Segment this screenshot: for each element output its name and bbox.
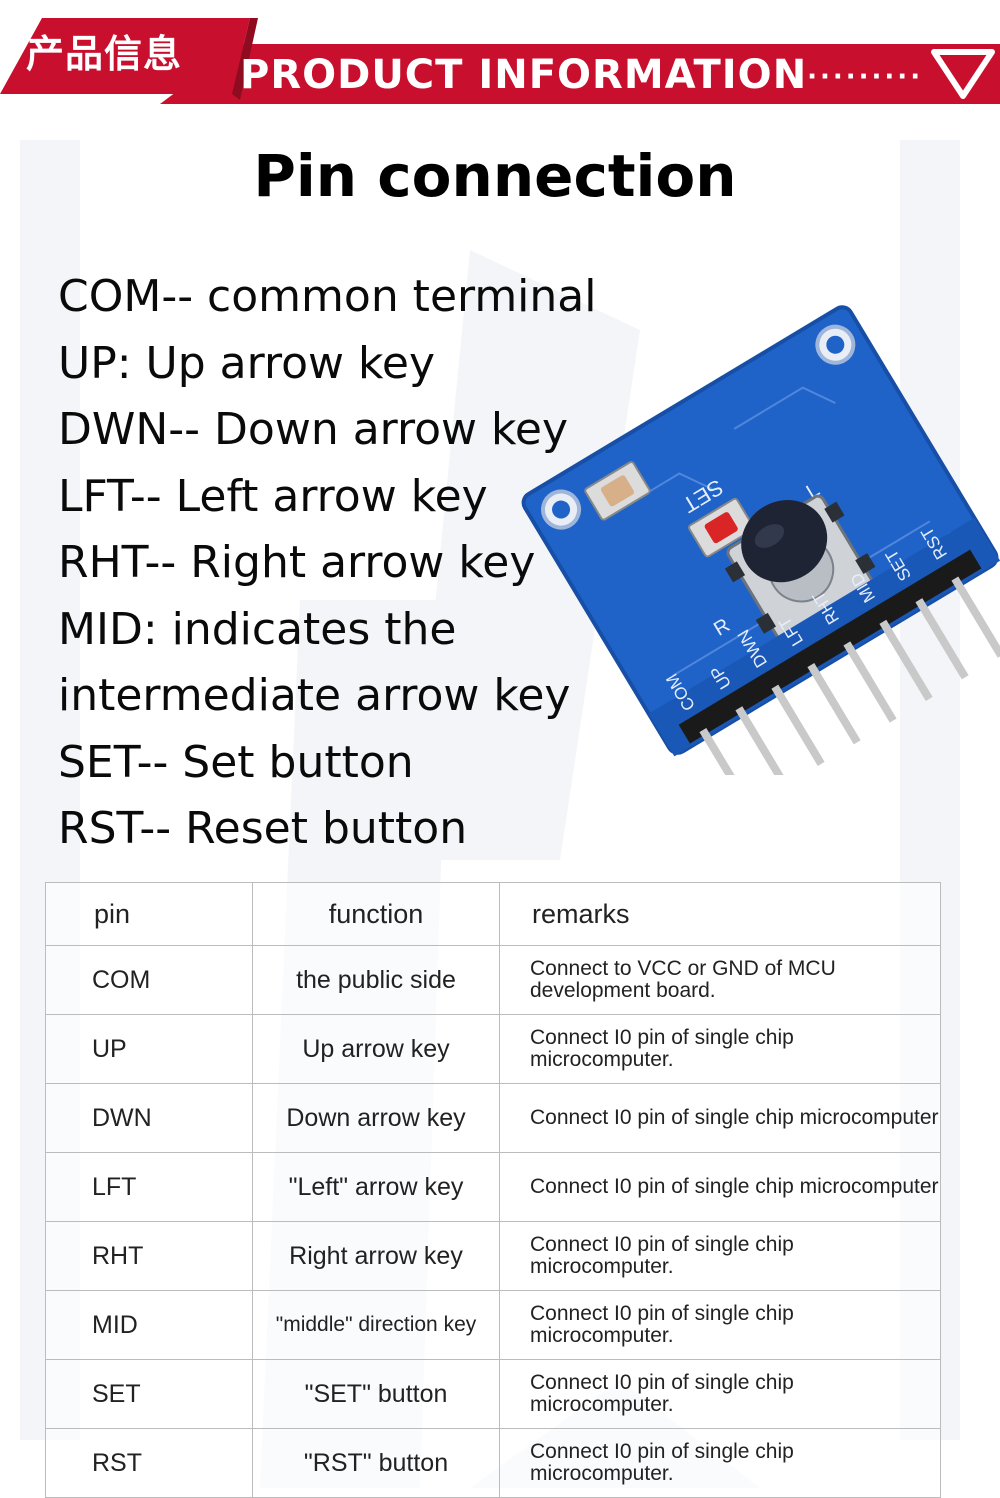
- cell-function: Up arrow key: [252, 1014, 500, 1084]
- pin-line-lft: LFT-- Left arrow key: [58, 470, 488, 522]
- pin-line-rht: RHT-- Right arrow key: [58, 537, 536, 588]
- pin-line-mid: MID: indicates the: [58, 603, 457, 655]
- cell-pin: COM: [45, 945, 253, 1015]
- table-row: MID "middle" direction key Connect I0 pi…: [45, 1290, 941, 1360]
- page-title: Pin connection: [253, 142, 737, 210]
- table-row: LFT "Left" arrow key Connect I0 pin of s…: [45, 1152, 941, 1222]
- cell-function: "Left" arrow key: [252, 1152, 500, 1222]
- pin-function-table: pin function remarks COM the public side…: [45, 882, 941, 1498]
- header-banner: [0, 18, 1000, 104]
- table-header-row: pin function remarks: [45, 882, 941, 946]
- cell-function: "middle" direction key: [252, 1290, 500, 1360]
- cell-pin: MID: [45, 1290, 253, 1360]
- cell-remarks: Connect I0 pin of single chip microcompu…: [499, 1290, 941, 1360]
- header-pin: pin: [45, 882, 253, 946]
- banner-english-title: PRODUCT INFORMATION·········: [240, 48, 923, 102]
- pin-header: [678, 549, 1000, 775]
- cell-function: "RST" button: [252, 1428, 500, 1498]
- reset-button-icon: [584, 461, 651, 521]
- table-row: SET "SET" button Connect I0 pin of singl…: [45, 1359, 941, 1429]
- triangle-down-icon: [931, 49, 995, 99]
- cell-remarks: Connect I0 pin of single chip microcompu…: [499, 1152, 941, 1222]
- table-row: DWN Down arrow key Connect I0 pin of sin…: [45, 1083, 941, 1153]
- joystick-module-image: SET D R U L: [521, 305, 1000, 775]
- cell-pin: RST: [45, 1428, 253, 1498]
- banner-chinese-title: 产品信息: [26, 32, 183, 76]
- cell-pin: DWN: [45, 1083, 253, 1153]
- header-function: function: [252, 882, 500, 946]
- table-row: RST "RST" button Connect I0 pin of singl…: [45, 1428, 941, 1498]
- cell-pin: UP: [45, 1014, 253, 1084]
- set-button-icon: [688, 497, 755, 558]
- cell-pin: SET: [45, 1359, 253, 1429]
- table-row: COM the public side Connect to VCC or GN…: [45, 945, 941, 1015]
- pin-line-mid-cont: intermediate arrow key: [58, 670, 571, 721]
- banner-dots: ·········: [807, 62, 924, 92]
- pin-line-com: COM-- common terminal: [58, 271, 597, 322]
- pin-description-list: COM-- common terminal UP: Up arrow key D…: [58, 264, 658, 863]
- pin-line-rst: RST-- Reset button: [58, 803, 468, 854]
- table-row: UP Up arrow key Connect I0 pin of single…: [45, 1014, 941, 1084]
- cell-remarks: Connect I0 pin of single chip microcompu…: [499, 1359, 941, 1429]
- pin-line-dwn: DWN-- Down arrow key: [58, 404, 569, 455]
- cell-function: "SET" button: [252, 1359, 500, 1429]
- pin-line-up: UP: Up arrow key: [58, 337, 435, 389]
- cell-function: Right arrow key: [252, 1221, 500, 1291]
- pin-line-set: SET-- Set button: [58, 736, 414, 788]
- cell-remarks: Connect to VCC or GND of MCU development…: [499, 945, 941, 1015]
- header-remarks: remarks: [499, 882, 941, 946]
- cell-pin: RHT: [45, 1221, 253, 1291]
- cell-remarks: Connect I0 pin of single chip microcompu…: [499, 1083, 941, 1153]
- cell-function: Down arrow key: [252, 1083, 500, 1153]
- cell-remarks: Connect I0 pin of single chip microcompu…: [499, 1221, 941, 1291]
- cell-remarks: Connect I0 pin of single chip microcompu…: [499, 1428, 941, 1498]
- table-row: RHT Right arrow key Connect I0 pin of si…: [45, 1221, 941, 1291]
- cell-remarks: Connect I0 pin of single chip microcompu…: [499, 1014, 941, 1084]
- cell-pin: LFT: [45, 1152, 253, 1222]
- cell-function: the public side: [252, 945, 500, 1015]
- banner-english-text: PRODUCT INFORMATION: [240, 52, 808, 98]
